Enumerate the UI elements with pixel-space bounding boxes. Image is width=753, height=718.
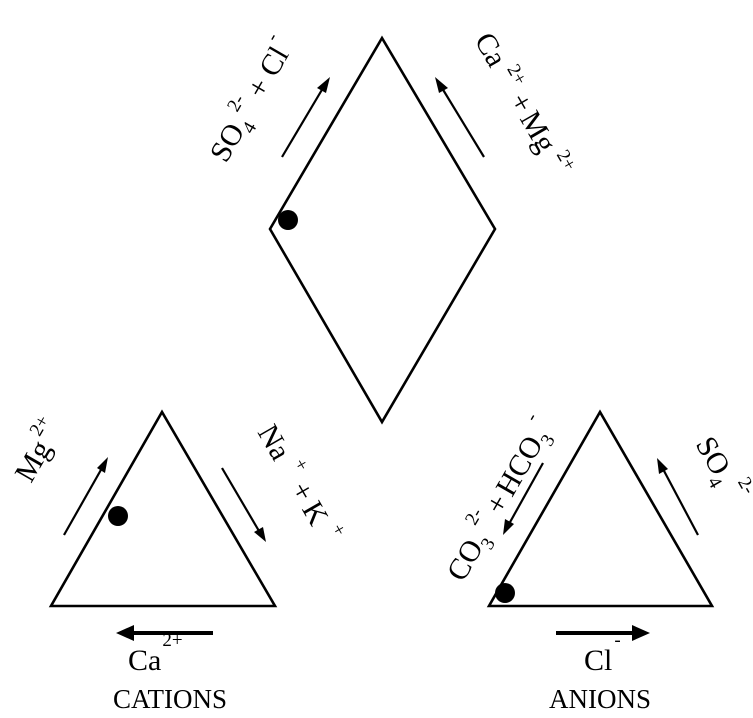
cations-left-arrow: [63, 457, 108, 536]
svg-text:Ca2++Mg2+: Ca2++Mg2+: [468, 25, 580, 182]
svg-text:SO42-+Cl-: SO42-+Cl-: [197, 29, 306, 171]
anions-right-arrow: [657, 458, 699, 536]
cations-left-label: Mg2+: [3, 412, 69, 488]
diamond-plot: SO42-+Cl- Ca2++Mg2+: [197, 25, 580, 425]
anions-caption: ANIONS: [549, 684, 651, 714]
cations-sample-point: [108, 506, 128, 526]
cations-bottom-label: Ca2+: [128, 630, 183, 677]
svg-text:Mg2+: Mg2+: [3, 412, 69, 488]
cations-bottom-arrow: [116, 625, 213, 641]
diamond-sample-point: [278, 210, 298, 230]
diamond-left-label: SO42-+Cl-: [197, 29, 306, 171]
anions-sample-point: [495, 583, 515, 603]
svg-text:SO42-: SO42-: [684, 427, 753, 511]
diamond-right-label: Ca2++Mg2+: [468, 25, 580, 182]
anions-left-label: CO32-+HCO3-: [434, 409, 565, 589]
cations-triangle-outline: [48, 409, 278, 608]
svg-text:CO32-+HCO3-: CO32-+HCO3-: [434, 409, 565, 589]
anions-left-arrow: [503, 462, 544, 535]
anions-triangle-outline: [486, 409, 715, 608]
cations-right-label: Na++K+: [251, 416, 350, 549]
cations-triangle-plot: Mg2+ Na++K+ Ca2+ CATIONS: [3, 409, 350, 714]
diamond-outline: [268, 35, 497, 425]
anions-bottom-arrow: [556, 625, 650, 641]
cations-right-arrow: [221, 467, 266, 542]
cations-caption: CATIONS: [113, 684, 227, 714]
diamond-right-arrow: [435, 77, 485, 158]
diamond-left-arrow: [281, 77, 330, 158]
anions-bottom-label: Cl-: [584, 630, 621, 677]
svg-text:Na++K+: Na++K+: [251, 416, 350, 549]
